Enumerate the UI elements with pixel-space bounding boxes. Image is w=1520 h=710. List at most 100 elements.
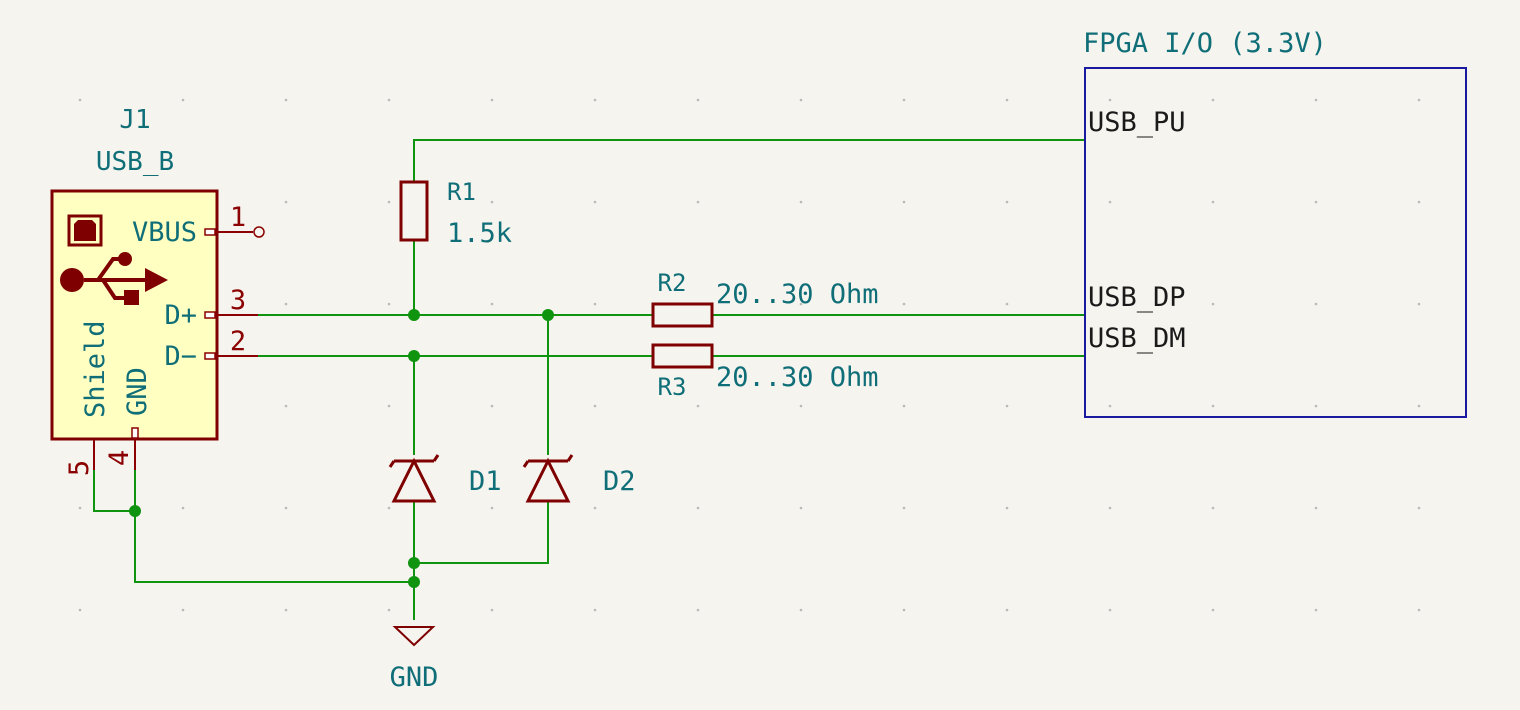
grid-dot <box>1211 608 1215 612</box>
grid-dot <box>1211 404 1215 408</box>
grid-dot <box>799 302 803 306</box>
grid-dot <box>593 506 597 510</box>
grid-dot <box>1005 608 1009 612</box>
pin-name-shield: Shield <box>80 320 111 418</box>
grid-dot <box>799 404 803 408</box>
grid-dot <box>181 506 185 510</box>
ground-symbol[interactable]: GND <box>390 626 439 693</box>
grid-dot <box>1108 608 1112 612</box>
r2-body <box>651 302 714 328</box>
grid-dot <box>799 506 803 510</box>
diode-d1[interactable]: D1 <box>388 454 502 503</box>
fpga-pin-usb-pu[interactable]: USB_PU <box>1088 107 1186 138</box>
grid-dot <box>1211 98 1215 102</box>
pin-name-vbus: VBUS <box>132 217 197 248</box>
pin-num-dminus: 2 <box>230 326 246 357</box>
pin-dminus-marker <box>204 352 216 360</box>
grid-dot <box>1108 302 1112 306</box>
grid-dot <box>490 608 494 612</box>
grid-dot <box>284 608 288 612</box>
pin-name-dminus: D− <box>164 341 197 372</box>
resistor-r1[interactable]: R1 1.5k <box>399 178 512 249</box>
grid-dot <box>78 608 82 612</box>
grid-dot <box>696 200 700 204</box>
grid-dot <box>1417 302 1421 306</box>
junction-dminus-d1 <box>408 350 420 362</box>
grid-dot <box>1005 506 1009 510</box>
grid-dot <box>1108 98 1112 102</box>
junction-dplus-r1 <box>408 309 420 321</box>
grid-dot <box>696 98 700 102</box>
junction-gnd <box>408 576 420 588</box>
grid-dot <box>284 506 288 510</box>
diode-d2[interactable]: D2 <box>522 454 636 503</box>
fpga-pin-usb-dm[interactable]: USB_DM <box>1088 323 1186 354</box>
tvs-diode-icon <box>522 454 574 503</box>
grid-dot <box>1108 200 1112 204</box>
grid-dot <box>1005 98 1009 102</box>
grid-dot <box>902 200 906 204</box>
gnd-label: GND <box>390 662 439 693</box>
wires <box>93 139 1085 620</box>
grid-dot <box>1314 98 1318 102</box>
wire-usb-pu[interactable] <box>413 139 1085 183</box>
grid-dot <box>1108 506 1112 510</box>
junction-dplus-d2 <box>542 309 554 321</box>
resistor-r2[interactable]: R2 20..30 Ohm <box>651 269 879 328</box>
junction-gnd-shield <box>129 505 141 517</box>
tvs-diode-icon <box>388 454 440 503</box>
grid-dot <box>490 200 494 204</box>
pin-name-gnd: GND <box>122 367 153 416</box>
junction-diodes <box>408 557 420 569</box>
grid-dot <box>799 98 803 102</box>
grid-dot <box>902 302 906 306</box>
usb-logo-icon <box>60 252 168 305</box>
grid-dot <box>490 404 494 408</box>
usb-b-receptacle-icon <box>67 214 103 247</box>
grid-dot <box>284 98 288 102</box>
grid-dot <box>593 608 597 612</box>
grid-dot <box>593 98 597 102</box>
grid-dot <box>1211 200 1215 204</box>
grid-dot <box>696 506 700 510</box>
grid-dot <box>696 608 700 612</box>
grid-dot <box>696 404 700 408</box>
grid-dot <box>1417 200 1421 204</box>
j1-value: USB_B <box>96 147 174 177</box>
grid-dot <box>593 200 597 204</box>
grid-dot <box>1417 506 1421 510</box>
grid-dot <box>181 608 185 612</box>
r3-ref: R3 <box>658 373 687 401</box>
grid-dot <box>284 302 288 306</box>
r1-ref: R1 <box>447 178 476 206</box>
pin-num-shield: 5 <box>64 460 95 476</box>
junctions <box>129 309 554 588</box>
wire-d2-anode[interactable] <box>414 502 549 564</box>
resistor-r3[interactable]: R3 20..30 Ohm <box>651 343 879 401</box>
fpga-sheet[interactable]: FPGA I/O (3.3V) USB_PU USB_DP USB_DM <box>1083 28 1467 418</box>
usb-b-connector[interactable]: J1 USB_B VBUS D+ D− Shield GND <box>50 105 265 476</box>
pin-dplus-marker <box>204 311 216 319</box>
pin-vbus-unconnected <box>253 226 265 238</box>
r2-ref: R2 <box>658 269 687 297</box>
fpga-pin-usb-dp[interactable]: USB_DP <box>1088 282 1186 313</box>
pin-num-dplus: 3 <box>230 285 246 316</box>
wire-gnd-to-ground[interactable] <box>134 456 414 583</box>
grid-dot <box>1314 608 1318 612</box>
grid-dot <box>1005 302 1009 306</box>
grid-dot <box>1314 302 1318 306</box>
j1-ref: J1 <box>119 105 150 135</box>
grid-dot <box>1005 200 1009 204</box>
grid-dot <box>78 98 82 102</box>
d2-ref: D2 <box>603 466 636 497</box>
grid-dot <box>284 200 288 204</box>
d1-ref: D1 <box>469 466 502 497</box>
grid-dot <box>1417 98 1421 102</box>
grid-dot <box>1417 404 1421 408</box>
pin-gnd-marker <box>131 427 139 439</box>
grid-dot <box>387 200 391 204</box>
ground-symbol-icon <box>392 626 436 647</box>
grid-dot <box>593 404 597 408</box>
r2-value: 20..30 Ohm <box>716 279 879 310</box>
